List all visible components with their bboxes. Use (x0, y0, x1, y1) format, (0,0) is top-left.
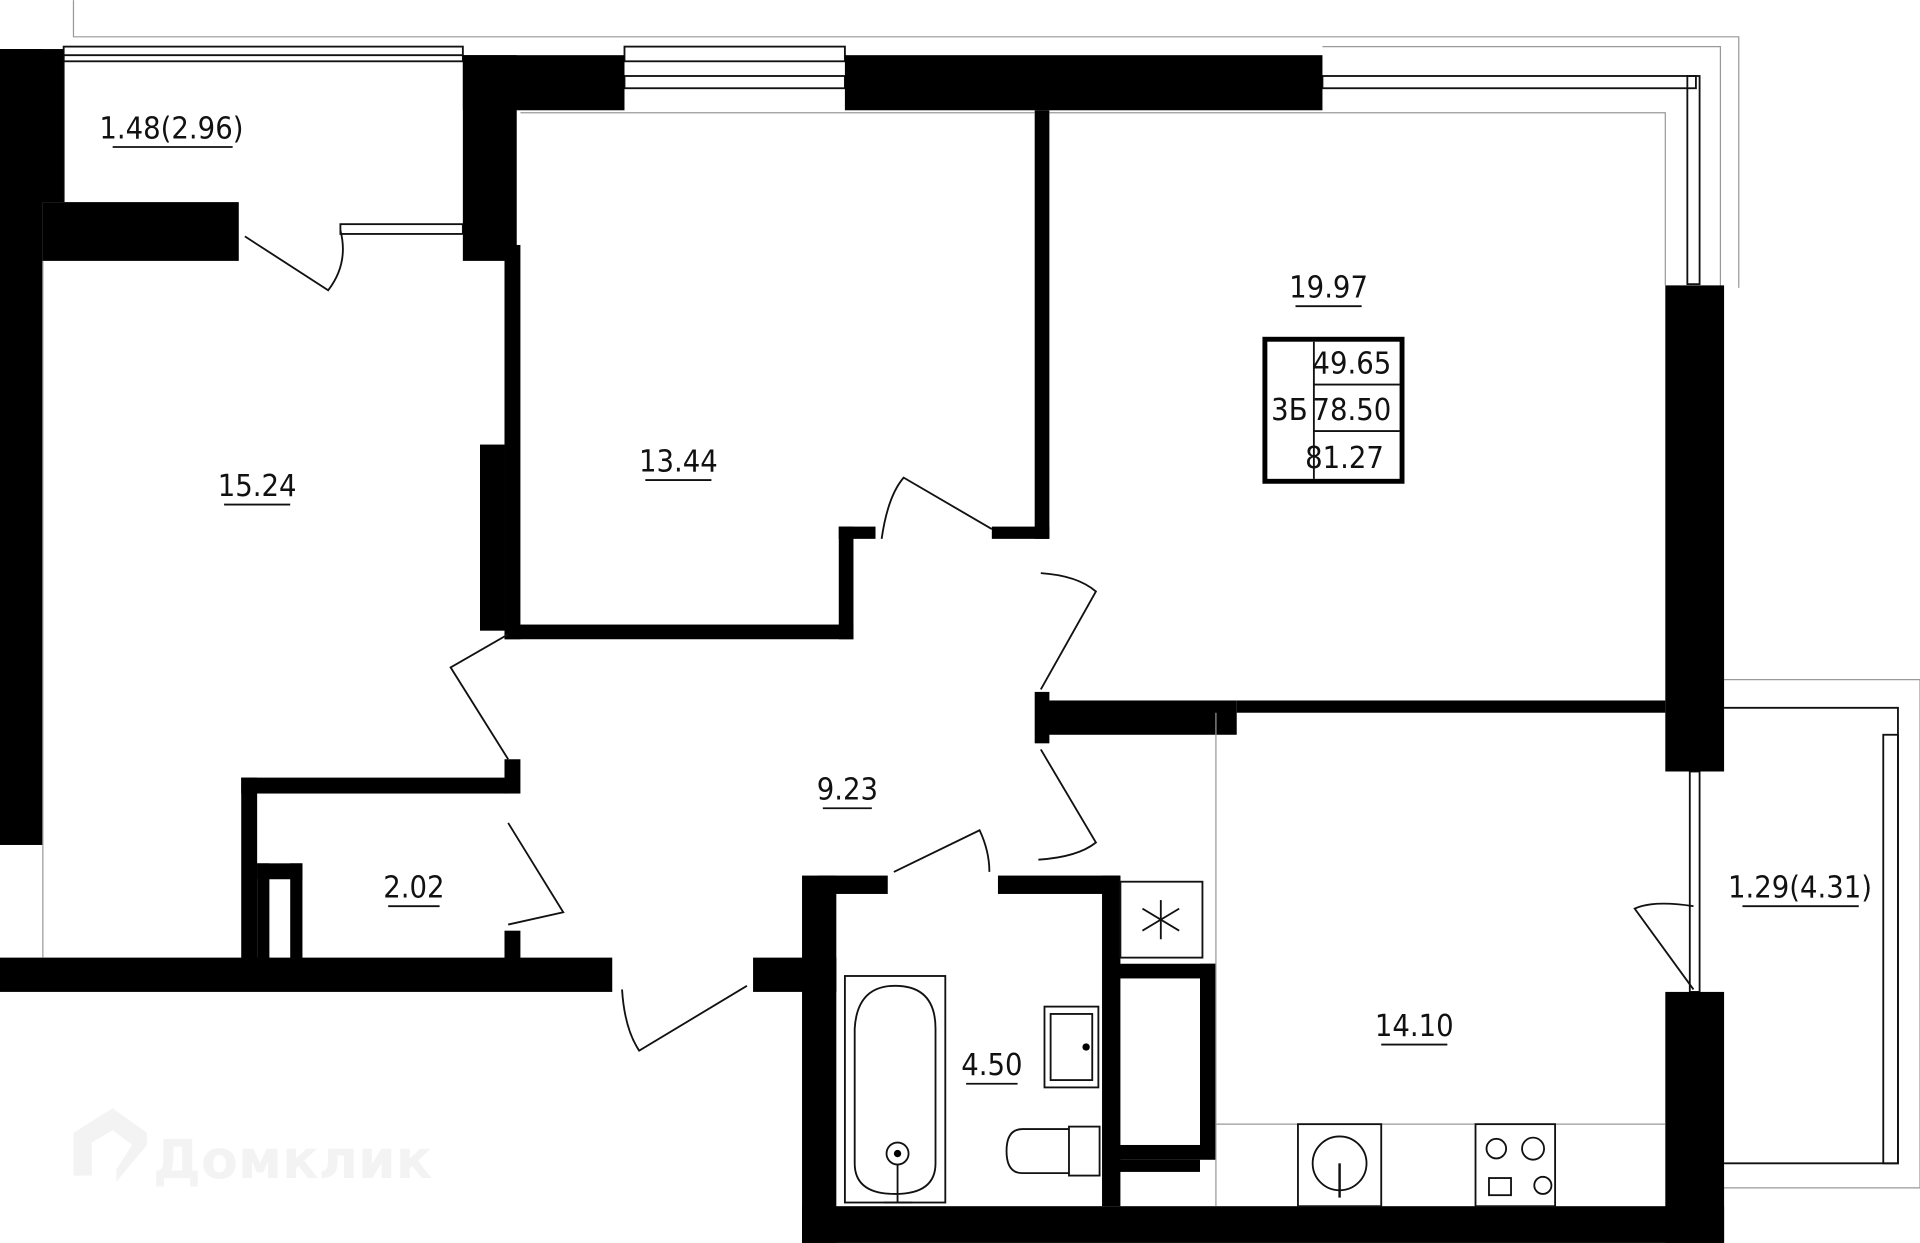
area-balcony-right: 1.29(4.31) (1728, 871, 1872, 906)
toilet (1005, 1125, 1101, 1177)
watermark-text: Домклик (153, 1128, 432, 1191)
total-area-with-balconies: 81.27 (1305, 441, 1384, 476)
room-outlines (42, 112, 1666, 1207)
area-living-room: 19.97 (1289, 271, 1368, 306)
walls (0, 49, 1725, 1243)
domclick-watermark: Домклик (73, 1108, 432, 1191)
area-hallway: 9.23 (817, 773, 878, 808)
bathtub (843, 975, 947, 1204)
area-bedroom-left: 15.24 (218, 469, 297, 504)
total-area: 78.50 (1312, 393, 1391, 428)
area-bathroom: 4.50 (961, 1048, 1022, 1083)
sink (1043, 1005, 1100, 1089)
apartment-type: 3Б (1271, 393, 1307, 428)
balcony-top-frame (62, 0, 1740, 288)
area-closet: 2.02 (383, 871, 444, 906)
washing-machine (1297, 1123, 1383, 1208)
living-area: 49.65 (1312, 347, 1391, 382)
area-bedroom-middle: 13.44 (639, 445, 718, 480)
room-labels: 1.48(2.96) 15.24 13.44 19.97 9.23 2.02 4… (99, 111, 1872, 1085)
area-summary-table: 3Б 49.65 78.50 81.27 (1262, 336, 1405, 484)
balcony-right-frame (1688, 679, 1920, 1189)
doors (244, 230, 1695, 1052)
area-kitchen: 14.10 (1375, 1009, 1454, 1044)
area-balcony-top: 1.48(2.96) (99, 111, 243, 146)
ventilation-shaft (1119, 880, 1204, 959)
stove (1474, 1123, 1557, 1208)
